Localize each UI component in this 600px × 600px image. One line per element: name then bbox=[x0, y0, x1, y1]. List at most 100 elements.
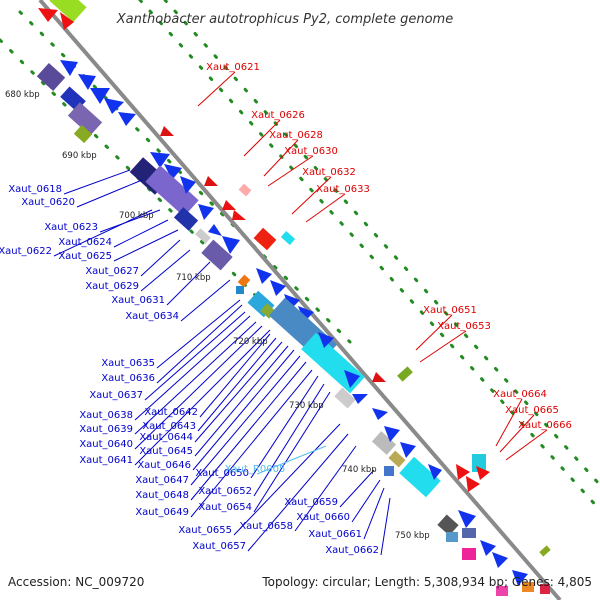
gene-label-xaut-0647[interactable]: Xaut_0647 bbox=[135, 475, 189, 486]
leader-line-xaut-0633 bbox=[305, 193, 346, 223]
gene-label-xaut-0658[interactable]: Xaut_0658 bbox=[239, 521, 293, 532]
gene-label-xaut-0636[interactable]: Xaut_0636 bbox=[101, 373, 155, 384]
leader-line-xaut-0664 bbox=[495, 398, 523, 447]
leader-line-xaut-0659 bbox=[339, 469, 375, 508]
leader-line-xaut-0657 bbox=[247, 433, 349, 552]
ruler-tick-label: 730 kbp bbox=[289, 401, 324, 411]
feature-khaki-741 bbox=[388, 450, 406, 468]
arrow-f-10 bbox=[208, 224, 222, 236]
gene-label-xaut-0621[interactable]: Xaut_0621 bbox=[206, 62, 260, 73]
gene-label-xaut-0662[interactable]: Xaut_0662 bbox=[325, 545, 379, 556]
gene-label-xaut-0637[interactable]: Xaut_0637 bbox=[89, 390, 143, 401]
feature-r-red-bottom bbox=[540, 584, 550, 594]
gene-label-xaut-0623[interactable]: Xaut_0623 bbox=[44, 222, 98, 233]
gene-label-xaut-0643[interactable]: Xaut_0643 bbox=[142, 421, 196, 432]
ruler-tick-label: 680 kbp bbox=[5, 90, 40, 100]
arrow-f-21 bbox=[400, 442, 416, 458]
gene-label-xaut-0646[interactable]: Xaut_0646 bbox=[137, 460, 191, 471]
leader-line-xaut-0640 bbox=[134, 325, 263, 450]
feature-pink-757 bbox=[496, 586, 508, 596]
gene-label-xaut-0634[interactable]: Xaut_0634 bbox=[125, 311, 179, 322]
gene-label-xaut-0657[interactable]: Xaut_0657 bbox=[192, 541, 246, 552]
arrow-f-01 bbox=[60, 60, 78, 76]
gene-label-xaut-0628[interactable]: Xaut_0628 bbox=[269, 130, 323, 141]
leader-line-xaut-0621 bbox=[197, 71, 236, 107]
arrow-f-02 bbox=[78, 74, 96, 90]
leader-line-xaut-0636 bbox=[156, 304, 243, 384]
gene-label-xaut-0640[interactable]: Xaut_0640 bbox=[79, 439, 133, 450]
leader-line-xaut-0622 bbox=[53, 209, 153, 257]
gene-label-xaut-0624[interactable]: Xaut_0624 bbox=[58, 237, 112, 248]
ruler-tick-label: 700 kbp bbox=[119, 211, 154, 221]
gene-label-xaut-0665[interactable]: Xaut_0665 bbox=[505, 405, 559, 416]
gene-label-xaut-0635[interactable]: Xaut_0635 bbox=[101, 358, 155, 369]
gene-label-xaut-0648[interactable]: Xaut_0648 bbox=[135, 490, 189, 501]
guide-outer-far bbox=[163, 0, 600, 487]
leader-line-xaut-0641 bbox=[134, 329, 271, 466]
arrow-f-17 bbox=[344, 370, 360, 388]
gene-label-xaut-0644[interactable]: Xaut_0644 bbox=[139, 432, 193, 443]
gene-label-xaut-0664[interactable]: Xaut_0664 bbox=[493, 389, 547, 400]
gene-label-xaut-0659[interactable]: Xaut_0659 bbox=[284, 497, 338, 508]
arrow-f-09 bbox=[198, 204, 214, 220]
gene-label-xaut-0645[interactable]: Xaut_0645 bbox=[139, 446, 193, 457]
gene-label-xaut-0633[interactable]: Xaut_0633 bbox=[316, 184, 370, 195]
gene-label-xaut-0618[interactable]: Xaut_0618 bbox=[8, 184, 62, 195]
leader-line-xaut-0639 bbox=[134, 321, 257, 435]
gene-label-xaut-0641[interactable]: Xaut_0641 bbox=[79, 455, 133, 466]
feature-magenta-754 bbox=[462, 548, 476, 560]
gene-label-xaut-0626[interactable]: Xaut_0626 bbox=[251, 110, 305, 121]
gene-label-xaut-0632[interactable]: Xaut_0632 bbox=[302, 167, 356, 178]
leader-line-xaut-0652 bbox=[253, 383, 325, 497]
arrow-f-06 bbox=[150, 152, 170, 168]
gene-label-xaut-0627[interactable]: Xaut_0627 bbox=[85, 266, 139, 277]
leader-line-xaut-0627 bbox=[140, 239, 181, 277]
gene-label-xaut-0639[interactable]: Xaut_0639 bbox=[79, 424, 133, 435]
forward-strand-features bbox=[36, 0, 528, 596]
feature-r-0665b bbox=[466, 476, 480, 492]
leader-line-xaut-0651 bbox=[415, 314, 453, 351]
arrow-f-20 bbox=[384, 426, 400, 442]
arrow-f-05 bbox=[118, 112, 136, 126]
gene-label-xaut-0629[interactable]: Xaut_0629 bbox=[85, 281, 139, 292]
gene-label-xaut-0638[interactable]: Xaut_0638 bbox=[79, 410, 133, 421]
leader-line-xaut-0626 bbox=[243, 119, 281, 157]
leader-line-xaut-0662 bbox=[380, 497, 391, 556]
feature-r-olive-bottom bbox=[539, 545, 551, 557]
gene-label-xaut-0649[interactable]: Xaut_0649 bbox=[135, 507, 189, 518]
gene-label-xaut-0622[interactable]: Xaut_0622 bbox=[0, 246, 52, 257]
gene-label-xaut-0651[interactable]: Xaut_0651 bbox=[423, 305, 477, 316]
gene-label-xaut-0654[interactable]: Xaut_0654 bbox=[198, 502, 252, 513]
gene-label-xaut-0661[interactable]: Xaut_0661 bbox=[308, 529, 362, 540]
gene-label-xaut-0653[interactable]: Xaut_0653 bbox=[437, 321, 491, 332]
gene-label-xaut-0630[interactable]: Xaut_0630 bbox=[284, 146, 338, 157]
gene-label-xaut-0631[interactable]: Xaut_0631 bbox=[111, 295, 165, 306]
leader-line-xaut-0630 bbox=[267, 155, 314, 187]
leader-line-xaut-0637 bbox=[144, 311, 246, 401]
feature-orange-712 bbox=[237, 274, 251, 288]
gene-label-xaut-0666[interactable]: Xaut_0666 bbox=[518, 420, 572, 431]
feature-blue-742 bbox=[384, 466, 394, 476]
feature-r-0666 bbox=[476, 466, 490, 480]
gene-label-xaut-0655[interactable]: Xaut_0655 bbox=[178, 525, 232, 536]
arrow-f-11 bbox=[222, 236, 240, 254]
gene-label-xaut-0642[interactable]: Xaut_0642 bbox=[144, 407, 198, 418]
gene-label-xaut-0660[interactable]: Xaut_0660 bbox=[296, 512, 350, 523]
arrow-f-14 bbox=[284, 294, 300, 310]
feature-r-0664 bbox=[472, 454, 486, 472]
feature-violet-697 bbox=[145, 165, 199, 217]
gene-label-xaut-0625[interactable]: Xaut_0625 bbox=[58, 251, 112, 262]
leader-line-xaut-0625 bbox=[113, 229, 179, 262]
leader-line-xaut-0624 bbox=[113, 219, 169, 248]
gene-label-xaut-0652[interactable]: Xaut_0652 bbox=[198, 486, 252, 497]
arrow-f-15 bbox=[298, 306, 314, 322]
feature-purple-708 bbox=[201, 239, 233, 271]
gene-label-xaut-0650[interactable]: Xaut_0650 bbox=[195, 468, 249, 479]
topology-text: Topology: circular; Length: 5,308,934 bp… bbox=[261, 575, 592, 589]
gene-label-xaut-r0005[interactable]: Xaut_R0005 bbox=[225, 464, 286, 475]
leader-line-xaut-0665 bbox=[499, 414, 535, 453]
leader-line-xaut-0643 bbox=[197, 337, 277, 432]
gene-label-xaut-0620[interactable]: Xaut_0620 bbox=[21, 197, 75, 208]
